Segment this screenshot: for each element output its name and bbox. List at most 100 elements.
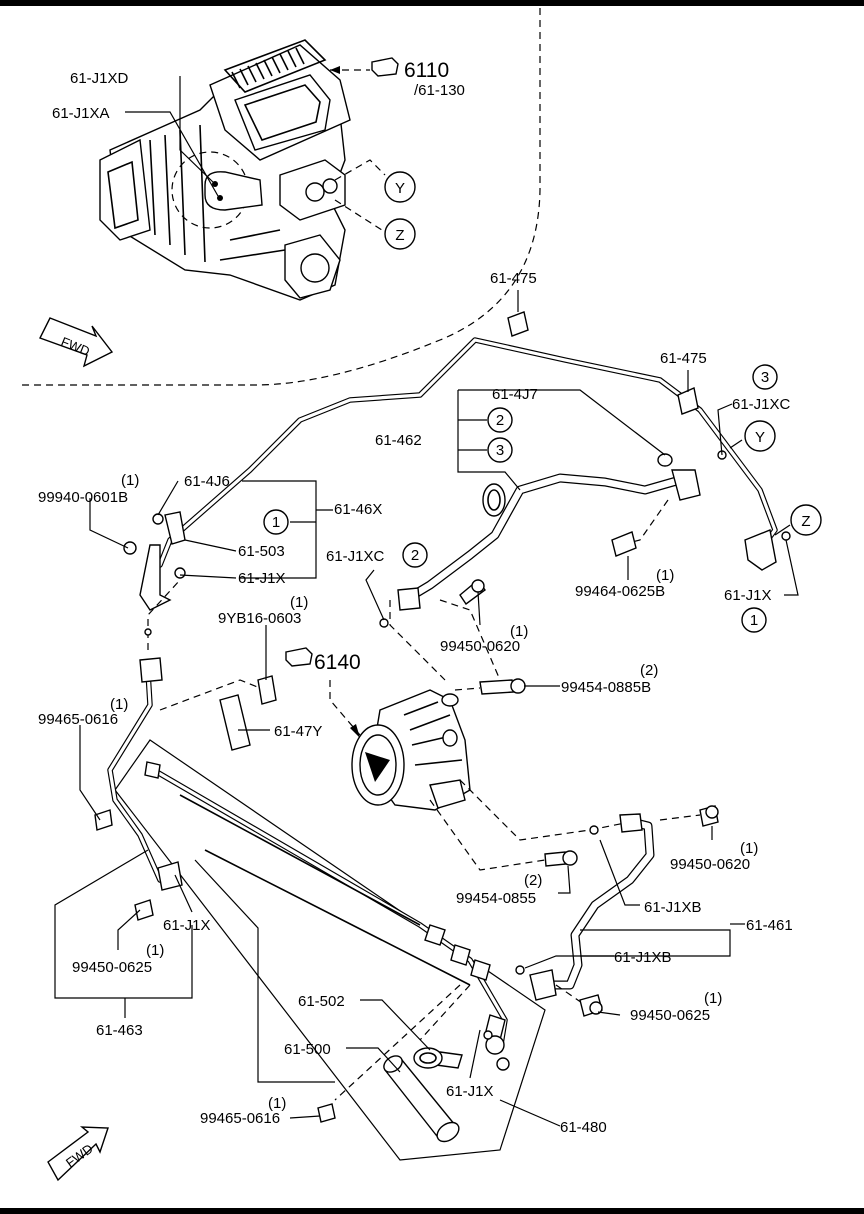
label-61-j1x-a: 61-J1X [238,570,286,587]
callout-z-right [790,504,822,536]
label-99465-0616-a: 99465-0616 [38,711,118,728]
leader-480 [499,1099,561,1127]
label-99450-0625-d: 99450-0625 [72,959,152,976]
label-61-475-right: 61-475 [660,350,707,367]
hand-pointer-6140-icon [285,647,313,667]
label-61-j1x-b: 61-J1X [163,917,211,934]
leader-99465b-text [289,1115,321,1119]
hose-462-right-fitting [671,469,701,501]
label-99454-0855: 99454-0855 [456,890,536,907]
label-99465b-qty: (1) [268,1095,286,1112]
callout-3-a [487,437,513,463]
leader-j1xb-a [599,839,640,906]
oring-j1x-right [781,531,791,541]
label-ref-6140: 6140 [314,651,361,674]
leader-compressor-suction [389,600,446,681]
callout-3-a-text: 3 [496,442,504,459]
leader-j1x-left [147,579,181,650]
bracket-61-502 [413,1047,443,1069]
label-61-j1xb-b: 61-J1XB [614,949,672,966]
callout-1-right [741,607,767,633]
leader-compressor-discharge [459,779,631,841]
callout-y-upper-text: Y [395,180,405,197]
leader-99940 [89,498,129,549]
leader-4j7 [458,389,666,456]
heater-unit-illustration [99,39,351,301]
label-99454-0885b: 99454-0885B [561,679,651,696]
callout-2-a-text: 2 [496,412,504,429]
label-61-500: 61-500 [284,1041,331,1058]
label-61-502: 61-502 [298,993,345,1010]
inset-boundary [20,8,541,386]
label-99940-qty: (1) [121,472,139,489]
label-99450d-qty: (1) [146,942,164,959]
hose-461-top-fitting [619,813,643,833]
bolt-99454-0885b [479,679,515,695]
label-61-j1x-right: 61-J1X [724,587,772,604]
leader-99454-text [558,865,571,894]
condenser-core-lines [179,794,471,986]
callout-y-right [744,420,776,452]
bottom-border [0,1208,864,1214]
label-99465a-qty: (1) [110,696,128,713]
label-99454-qty: (2) [524,872,542,889]
leader-461-bracket [580,929,731,957]
label-61-461: 61-461 [746,917,793,934]
label-61-475-top: 61-475 [490,270,537,287]
leader-99465a-text [79,725,101,821]
leader-480-left [194,859,335,1083]
hand-pointer-6110-icon [371,57,399,77]
pipe-463-top-fitting [139,657,163,683]
label-99464-qty: (1) [656,567,674,584]
fwd-arrow-bottom-icon [47,1126,109,1182]
leader-z-right [774,524,791,536]
leader-99450d-text [117,909,141,950]
label-61-j1xc-mid: 61-J1XC [326,548,385,565]
label-61-47y: 61-47Y [274,723,322,740]
bolt-9yb16-0603 [257,675,277,705]
label-61-503: 61-503 [238,543,285,560]
pipe-463-bottom-fitting [157,861,183,891]
label-9yb16-qty: (1) [290,594,308,611]
leader-502 [360,999,431,1051]
leader-99450-0620-b [659,814,701,821]
leader-receiver [419,984,471,1041]
leader-46x-bracket [240,480,317,579]
fwd-arrow-top-icon [39,317,114,368]
leader-j1x-c [469,1029,481,1079]
callout-z-upper [384,218,416,250]
leader-462-circles [458,419,487,451]
label-ref-61-130: /61-130 [414,82,465,99]
label-ref-6110: 6110 [404,59,449,82]
callout-2-b [402,542,428,568]
leader-99450c-text [597,1011,621,1016]
label-61-j1x-c: 61-J1X [446,1083,494,1100]
callout-y-upper [384,171,416,203]
callout-1-a-text: 1 [272,514,280,531]
bolt-99450-0625-d [134,899,154,921]
clip-61-475-right [677,387,699,415]
callout-3-top [752,364,778,390]
oring-j1xb-b [515,965,525,975]
label-61-j1xa: 61-J1XA [52,105,110,122]
bracket-61-503 [123,511,186,611]
clip-61-475-top [507,311,529,337]
callout-2-b-text: 2 [411,547,419,564]
oring-j1x-c [483,1030,493,1040]
bolt-99465-0616-b [317,1103,336,1123]
compressor-illustration [351,689,471,811]
oring-j1xc-mid [379,618,389,628]
leader-9yb16 [159,679,266,711]
oring-j1xb-a [589,825,599,835]
label-61-462: 61-462 [375,432,422,449]
label-9yb16-0603: 9YB16-0603 [218,610,301,627]
leader-6140 [329,680,361,736]
callout-1-a [263,509,289,535]
leader-99465-b [334,984,461,1101]
leader-500 [346,1047,401,1073]
label-61-4j6: 61-4J6 [184,473,230,490]
callout-z-right-text: Z [801,513,810,530]
label-61-j1xc-top: 61-J1XC [732,396,791,413]
label-99454b-qty: (2) [640,662,658,679]
